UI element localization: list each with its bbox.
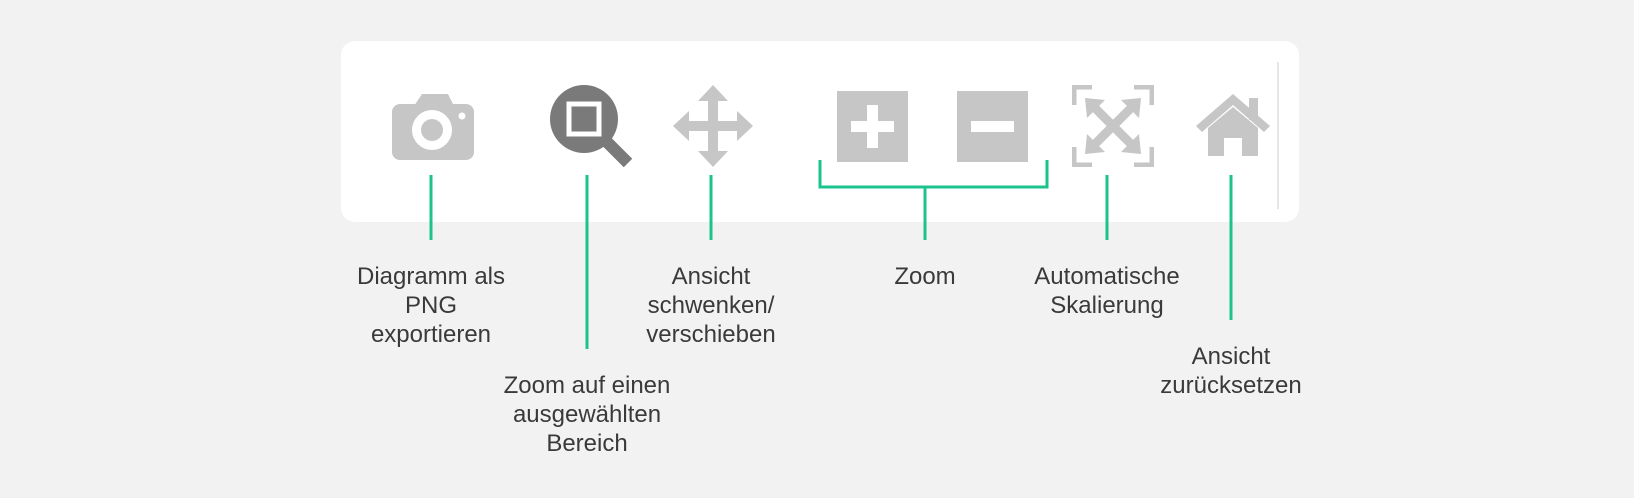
pan-icon[interactable] — [673, 85, 753, 167]
zoom-in-icon[interactable] — [837, 91, 908, 162]
label-export-png: Diagramm als PNG exportieren — [356, 263, 506, 348]
autoscale-icon[interactable] — [1072, 85, 1154, 167]
leader-zoom-bracket — [818, 160, 1049, 189]
camera-icon[interactable] — [392, 92, 474, 160]
label-pan: Ansicht schwenken/ verschieben — [646, 263, 776, 348]
toolbar-divider — [1277, 62, 1279, 209]
home-icon[interactable] — [1196, 94, 1270, 156]
zoom-select-icon[interactable] — [550, 85, 635, 170]
label-zoom-select: Zoom auf einen ausgewählten Bereich — [503, 372, 671, 457]
zoom-out-icon[interactable] — [957, 91, 1028, 162]
label-autoscale: Automatische Skalierung — [1034, 263, 1180, 319]
modebar-toolbar — [341, 41, 1299, 222]
label-zoom-group: Zoom — [894, 263, 956, 290]
label-reset-view: Ansicht zurücksetzen — [1160, 343, 1302, 399]
